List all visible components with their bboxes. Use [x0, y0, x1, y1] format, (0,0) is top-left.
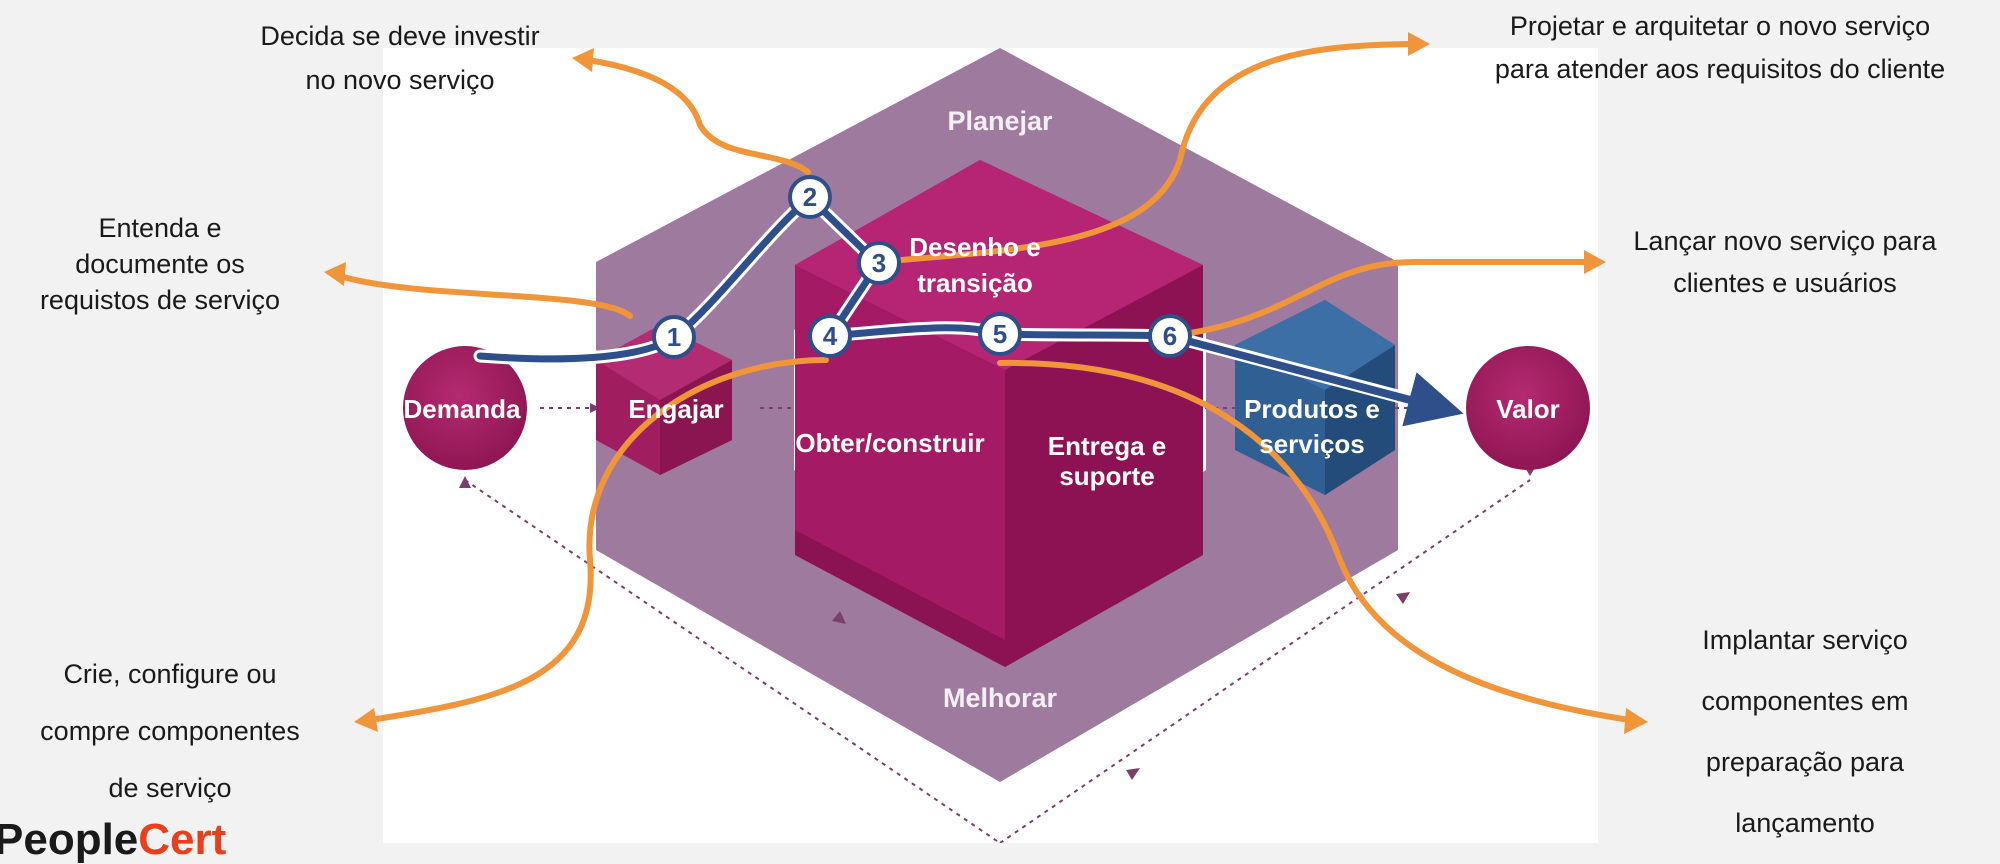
step-number-2: 2 — [803, 182, 817, 212]
annotation-step-2-line: no novo serviço — [305, 65, 495, 95]
annotation-step-4-line: compre componentes — [40, 716, 300, 746]
step-number-3: 3 — [872, 248, 886, 278]
produtos-label-1: Produtos e — [1244, 394, 1380, 424]
callout-arrow-2 — [585, 57, 811, 175]
step-badge-2: 2 — [788, 175, 832, 219]
obter-label: Obter/construir — [795, 428, 984, 458]
annotation-step-6-line: clientes e usuários — [1673, 268, 1897, 298]
annotation-step-5-line: lançamento — [1735, 808, 1875, 838]
step-badge-4: 4 — [808, 314, 852, 358]
step-badge-3: 3 — [857, 241, 901, 285]
callout-arrow-6 — [1167, 258, 1593, 339]
value-chain-diagram: Planejar Melhorar Demanda Valor Engajar … — [324, 32, 1648, 843]
annotation-step-2-line: Decida se deve investir — [260, 21, 540, 51]
callout-arrow-1 — [337, 273, 633, 319]
annotation-step-1-line: requistos de serviço — [39, 285, 281, 315]
logo-part-people: People — [0, 815, 139, 864]
logo-part-cert: Cert — [138, 815, 227, 864]
step-badges: 1 2 3 4 5 6 — [652, 175, 1192, 359]
annotation-step-3: Projetar e arquitetar o novo serviço par… — [1440, 5, 2000, 91]
annotation-step-1: Entenda e documente os requistos de serv… — [0, 210, 320, 318]
annotation-step-5-line: Implantar serviço — [1702, 625, 1908, 655]
engajar-label: Engajar — [628, 394, 723, 424]
step-number-6: 6 — [1163, 321, 1177, 351]
peoplecert-logo: PeopleCert — [0, 818, 226, 862]
annotation-step-6: Lançar novo serviço para clientes e usuá… — [1590, 220, 1980, 304]
annotation-step-1-line: Entenda e — [98, 213, 222, 243]
central-cube — [795, 160, 1203, 667]
melhorar-label: Melhorar — [943, 683, 1058, 713]
step-badge-1: 1 — [652, 315, 696, 359]
step-badge-5: 5 — [978, 312, 1022, 356]
step-number-5: 5 — [993, 319, 1007, 349]
annotation-step-1-line: documente os — [75, 249, 245, 279]
annotation-step-2: Decida se deve investir no novo serviço — [200, 14, 600, 102]
desenho-label-1: Desenho e — [909, 232, 1041, 262]
demanda-label: Demanda — [403, 394, 521, 424]
annotation-step-4-line: de serviço — [108, 773, 232, 803]
callout-arrow-4 — [367, 357, 829, 723]
step-number-4: 4 — [823, 321, 838, 351]
annotation-step-5-line: componentes em — [1701, 686, 1909, 716]
step-number-1: 1 — [667, 322, 681, 352]
step-badge-6: 6 — [1148, 314, 1192, 358]
annotation-step-6-line: Lançar novo serviço para — [1633, 226, 1937, 256]
entrega-label-2: suporte — [1059, 461, 1154, 491]
entrega-label-1: Entrega e — [1048, 431, 1167, 461]
callout-arrows — [337, 41, 1633, 723]
planejar-label: Planejar — [947, 106, 1053, 136]
callout-arrowheads — [324, 32, 1648, 734]
value-circle — [1466, 346, 1590, 470]
annotation-step-5: Implantar serviço componentes em prepara… — [1655, 610, 1955, 854]
annotation-step-3-line: para atender aos requisitos do cliente — [1494, 54, 1946, 84]
annotation-step-3-line: Projetar e arquitetar o novo serviço — [1509, 11, 1931, 41]
callout-arrow-3 — [877, 41, 1415, 265]
produtos-label-2: serviços — [1259, 429, 1365, 459]
annotation-step-4-line: Crie, configure ou — [63, 659, 277, 689]
demand-circle — [403, 346, 527, 470]
desenho-label-2: transição — [917, 268, 1033, 298]
annotation-step-4: Crie, configure ou compre componentes de… — [0, 646, 340, 817]
valor-label: Valor — [1496, 394, 1560, 424]
planejar-melhorar-hexagon — [596, 48, 1398, 782]
callout-arrow-5 — [997, 359, 1633, 723]
annotation-step-5-line: preparação para — [1705, 747, 1905, 777]
